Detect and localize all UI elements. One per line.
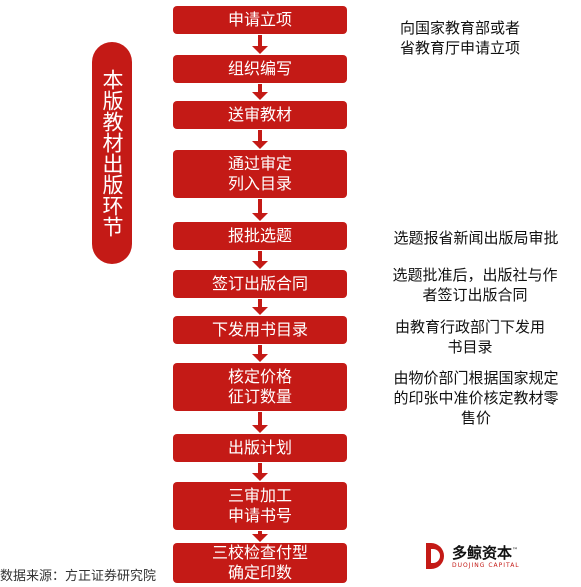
note-set-price: 由物价部门根据国家规定 的印张中准价核定教材零 售价 xyxy=(393,369,559,427)
step-sign-contract: 签订出版合同 xyxy=(173,270,347,298)
step-proofread-print: 三校检查付型 确定印数 xyxy=(173,543,347,583)
logo: 多鲸资本™ DUOJING CAPITAL xyxy=(426,540,520,572)
step-three-review: 三审加工 申请书号 xyxy=(173,482,347,530)
arrow-3 xyxy=(252,130,268,149)
step-apply-project: 申请立项 xyxy=(173,6,347,34)
step-submit-review: 送审教材 xyxy=(173,101,347,129)
arrow-9 xyxy=(252,463,268,481)
arrow-10 xyxy=(252,531,268,542)
note-issue-catalog: 由教育行政部门下发用 书目录 xyxy=(394,318,545,356)
note-sign-contract: 选题批准后，出版社与作 者签订出版合同 xyxy=(392,266,558,304)
data-source: 数据来源：方正证券研究院 xyxy=(0,569,157,584)
arrow-1 xyxy=(252,35,268,54)
arrow-5 xyxy=(252,251,268,269)
note-report-topic: 选题报省新闻出版局审批 xyxy=(393,229,559,247)
arrow-2 xyxy=(252,84,268,100)
arrow-8 xyxy=(252,412,268,433)
arrow-4 xyxy=(252,199,268,221)
arrow-7 xyxy=(252,345,268,362)
logo-name-en: DUOJING CAPITAL xyxy=(452,562,520,569)
side-label-edition-process: 本版教材出版环节 xyxy=(92,42,132,264)
step-issue-catalog: 下发用书目录 xyxy=(173,316,347,344)
step-set-price: 核定价格 征订数量 xyxy=(173,363,347,411)
step-organize-writing: 组织编写 xyxy=(173,55,347,83)
note-apply-project: 向国家教育部或者 省教育厅申请立项 xyxy=(399,19,520,57)
step-publish-plan: 出版计划 xyxy=(173,434,347,462)
logo-name: 多鲸资本™ xyxy=(452,544,519,562)
logo-mark-icon xyxy=(426,543,448,569)
step-pass-review: 通过审定 列入目录 xyxy=(173,150,347,198)
step-report-topic: 报批选题 xyxy=(173,222,347,250)
arrow-6 xyxy=(252,299,268,315)
